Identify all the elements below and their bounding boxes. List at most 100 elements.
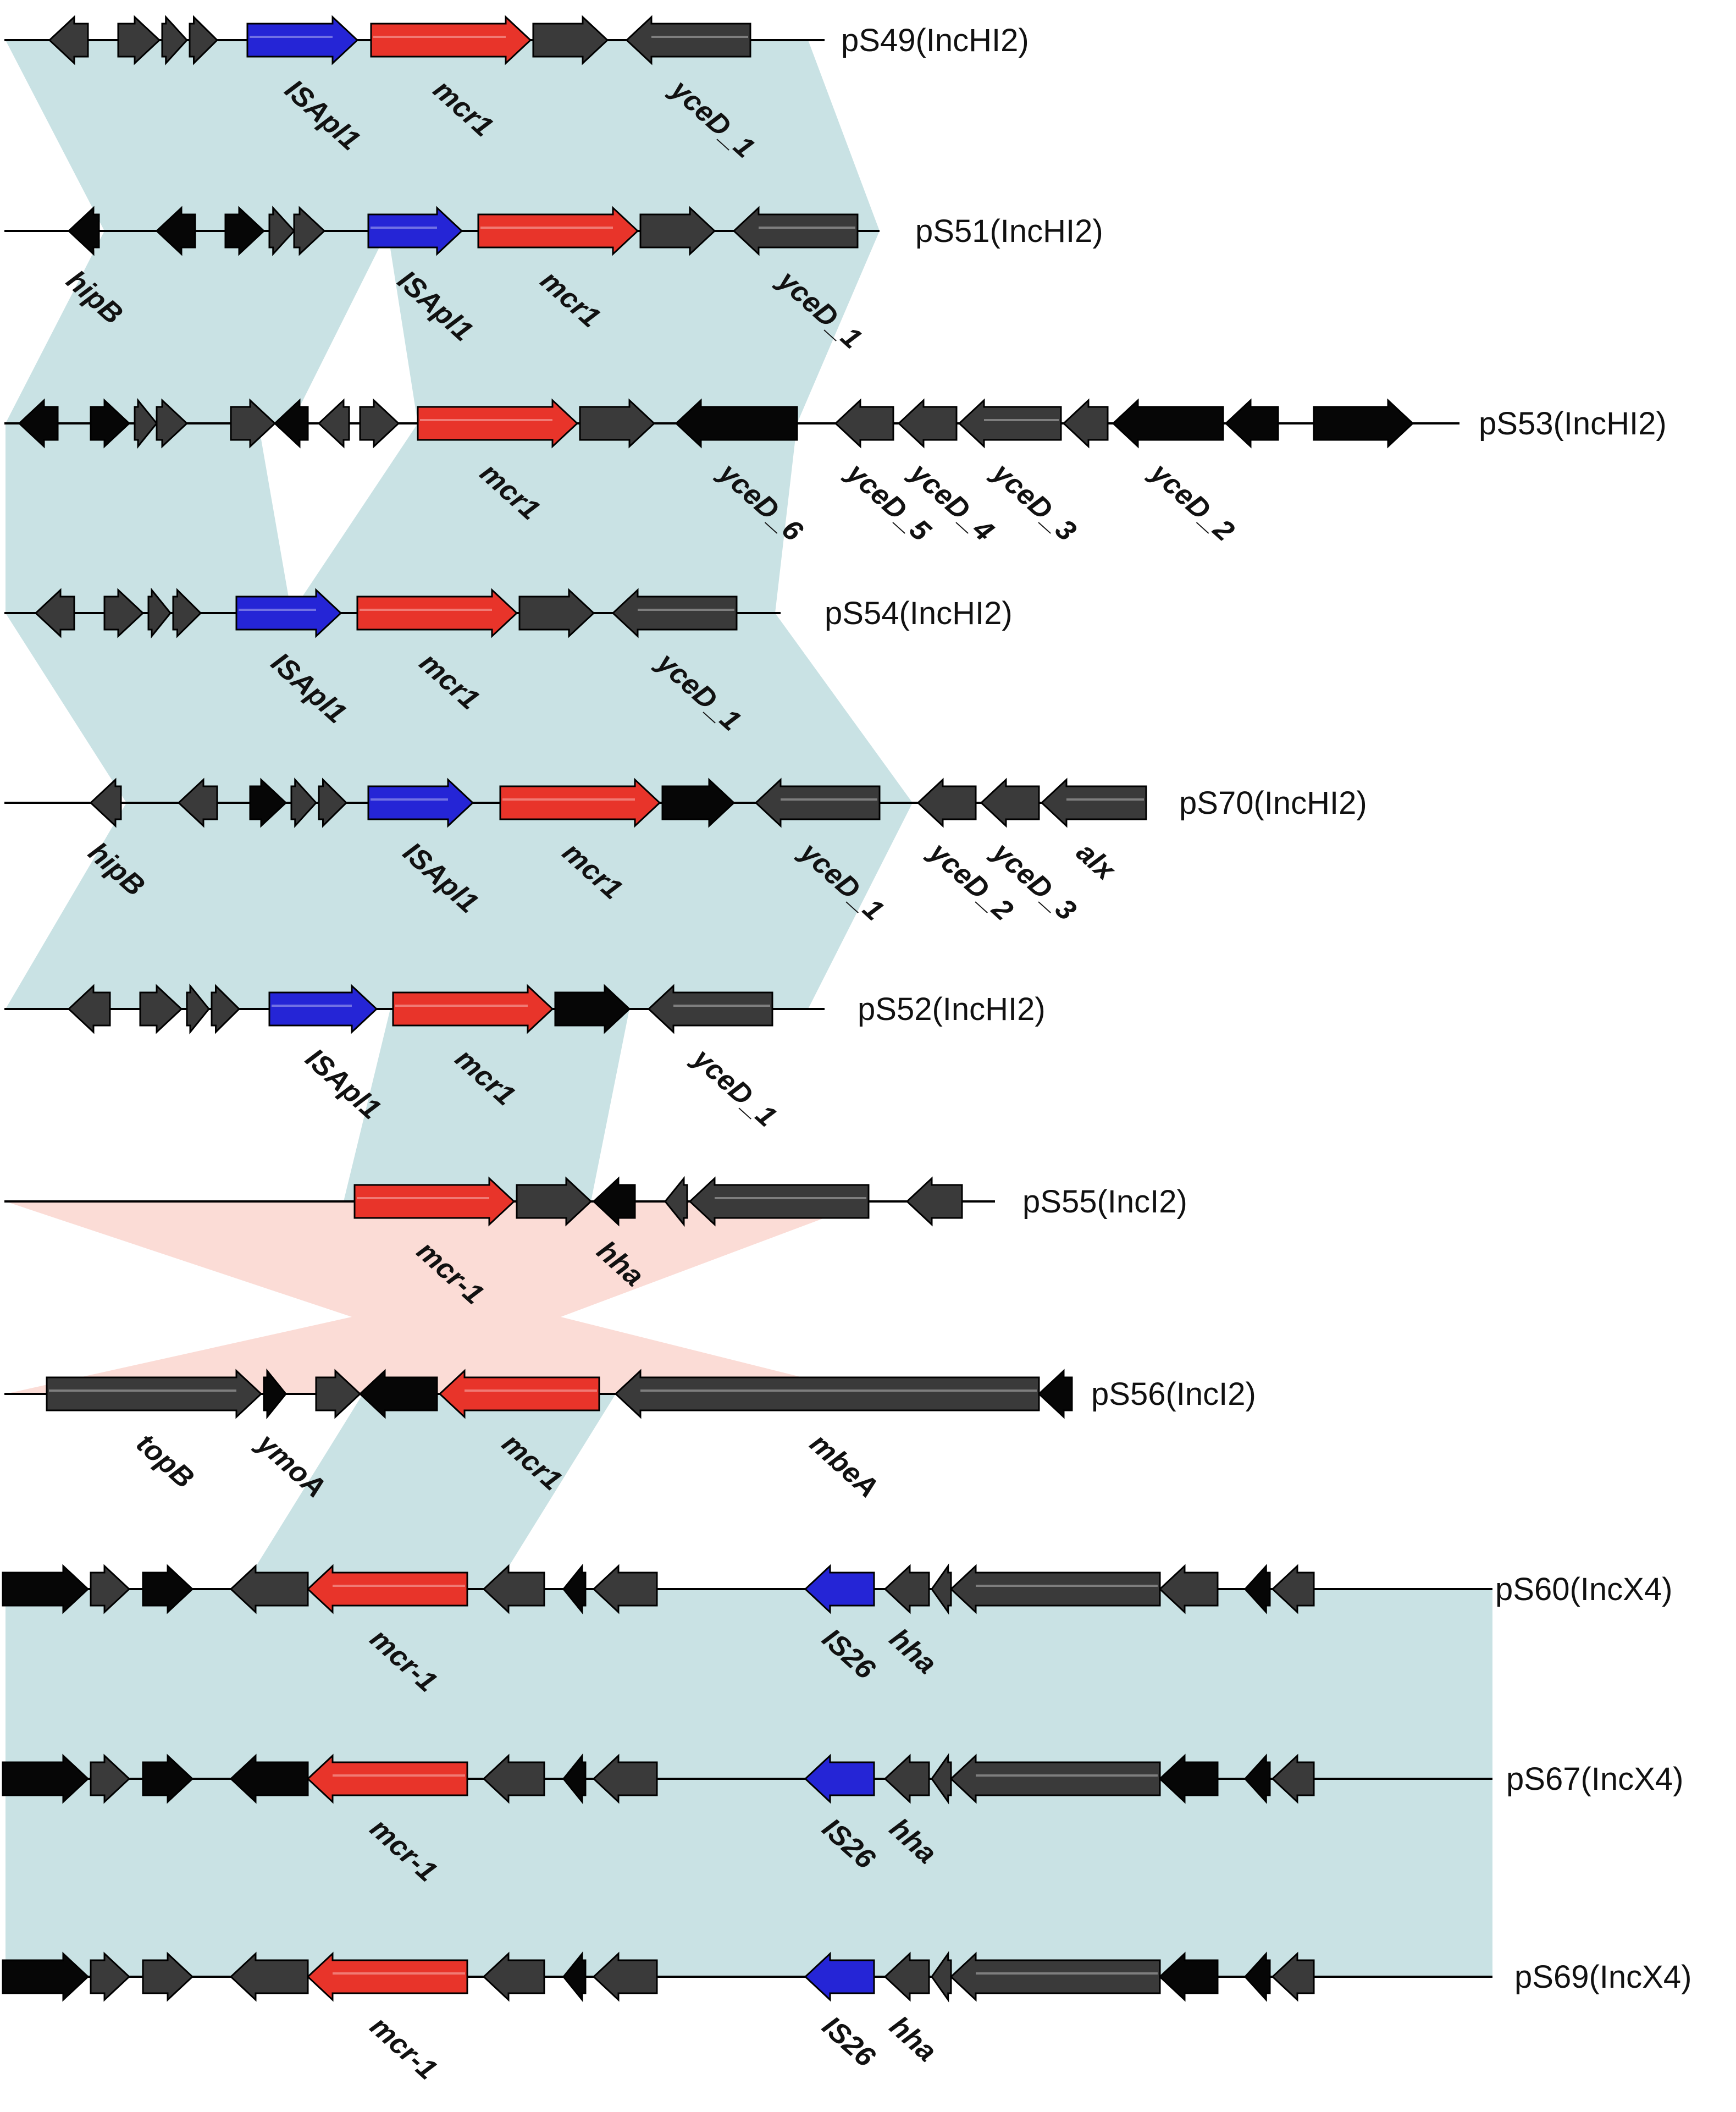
gene-arrow [268, 984, 378, 1034]
gene-arrow [142, 1753, 194, 1804]
homology-regions [5, 40, 1492, 1977]
gene-arrow [931, 1563, 952, 1615]
gene-arrow [290, 777, 318, 828]
gene-arrow [804, 1951, 875, 2002]
homology-region-6 [5, 613, 913, 803]
gene-arrow [356, 588, 518, 638]
gene-arrow [1112, 398, 1224, 449]
gene-arrow [482, 1753, 545, 1804]
homology-region-2 [5, 231, 388, 423]
homology-region-11 [242, 1394, 616, 1589]
gene-arrow [392, 984, 554, 1034]
gene-arrow [518, 588, 595, 638]
gene-arrow [1040, 777, 1147, 828]
gene-arrow [177, 777, 218, 828]
gene-arrow [834, 398, 894, 449]
gene-arrow [317, 398, 350, 449]
plasmid-label: pS56(IncI2) [1091, 1376, 1256, 1412]
gene-arrow [1158, 1951, 1219, 2002]
gene-arrow [532, 15, 609, 65]
gene-arrow [117, 15, 161, 65]
gene-arrow [949, 1564, 1161, 1614]
gene-arrow [980, 777, 1040, 828]
gene-arrow [661, 777, 736, 828]
plasmid-label: pS54(IncHI2) [825, 595, 1013, 631]
gene-arrow [48, 15, 89, 65]
gene-arrow [883, 1951, 930, 2002]
gene-arrow [67, 206, 100, 256]
gene-arrow [732, 206, 859, 256]
gene-arrow [186, 983, 210, 1035]
gene-arrow [306, 1564, 468, 1614]
gene-arrow [592, 1753, 658, 1804]
gene-arrow [172, 588, 202, 638]
gene-arrow [905, 1176, 963, 1227]
gene-arrow [664, 1176, 688, 1227]
gene-arrow [315, 1369, 362, 1419]
gene-arrow [318, 777, 348, 828]
gene-arrow [142, 1951, 194, 2002]
gene-arrow [1243, 1951, 1271, 2002]
homology-region-9 [5, 1201, 869, 1317]
gene-arrow [499, 777, 661, 828]
gene-arrow [592, 1951, 658, 2002]
homology-region-12 [5, 1589, 1492, 1977]
gene-arrow [417, 398, 579, 449]
gene-arrow [353, 1176, 516, 1227]
gene-arrow [235, 588, 342, 638]
gene-arrow [611, 588, 738, 638]
plasmid-label: pS49(IncHI2) [841, 23, 1029, 58]
gene-arrow [90, 398, 131, 449]
gene-arrow [958, 398, 1062, 449]
gene-arrow [931, 1753, 952, 1805]
gene-arrow [139, 984, 183, 1034]
gene-arrow [883, 1753, 930, 1804]
gene-arrow [359, 398, 400, 449]
gene-arrow [804, 1753, 875, 1804]
homology-region-5 [291, 423, 797, 613]
gene-arrow [614, 1369, 1040, 1419]
gene-arrow [246, 15, 359, 65]
plasmid-label: pS67(IncX4) [1506, 1761, 1683, 1797]
gene-arrow [931, 1951, 952, 2003]
gene-arrow [949, 1753, 1161, 1804]
gene-arrow [34, 588, 75, 638]
gene-arrow [1271, 1951, 1315, 2002]
gene-arrow [625, 15, 751, 65]
gene-arrow [754, 777, 881, 828]
gene-arrow [46, 1369, 263, 1419]
homology-region-1 [5, 40, 880, 231]
plasmid-label: pS69(IncX4) [1514, 1959, 1691, 1995]
gene-arrow [897, 398, 958, 449]
gene-arrow [1243, 1753, 1271, 1804]
gene-arrow [516, 1176, 593, 1227]
gene-arrow [90, 1753, 131, 1804]
gene-arrow [1313, 398, 1414, 449]
gene-arrow [562, 1753, 587, 1805]
plasmid-label: pS70(IncHI2) [1179, 785, 1367, 821]
homology-region-4 [5, 423, 291, 613]
gene-arrow [2, 1564, 90, 1614]
gene-arrow [211, 984, 241, 1034]
gene-arrow [883, 1564, 930, 1614]
gene-arrow [273, 398, 309, 449]
gene-arrow [293, 206, 326, 256]
gene-arrow [1062, 398, 1109, 449]
gene-arrow [229, 1564, 309, 1614]
gene-arrow [1158, 1564, 1219, 1614]
gene-arrow [142, 1564, 194, 1614]
gene-arrow [306, 1951, 468, 2002]
gene-arrow [2, 1753, 90, 1804]
gene-arrow [438, 1369, 600, 1419]
gene-arrow [482, 1564, 545, 1614]
gene-arrow [1224, 398, 1279, 449]
gene-arrow [263, 1368, 287, 1420]
gene-arrow [155, 206, 196, 256]
gene-arrow [562, 1951, 587, 2003]
plasmid-label: pS53(IncHI2) [1479, 406, 1667, 442]
